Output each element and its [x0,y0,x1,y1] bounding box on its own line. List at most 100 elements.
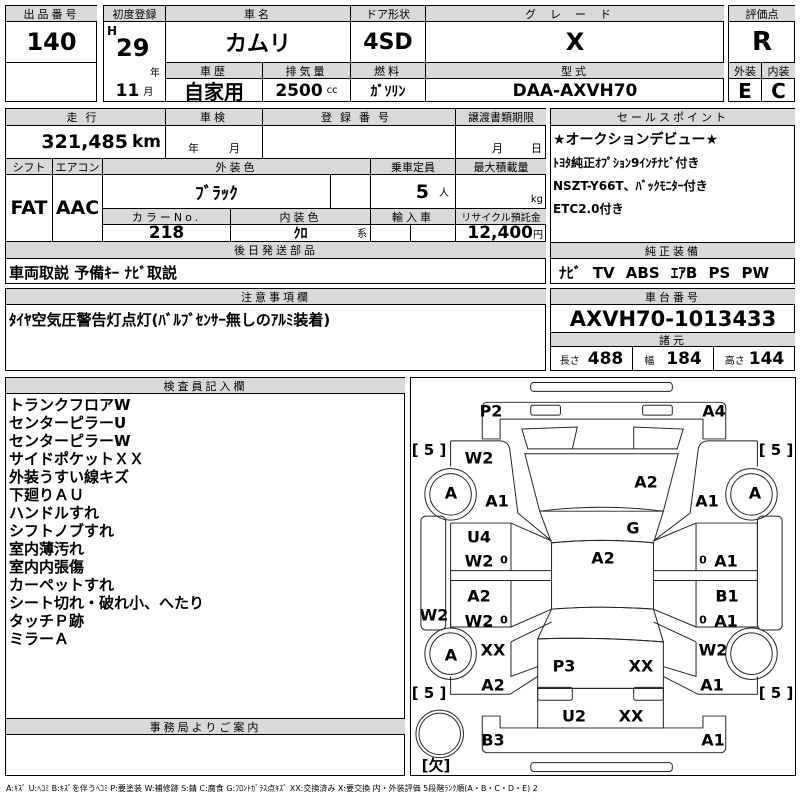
specs-label: 諸元 [551,333,795,347]
damage-mark: A2 [634,472,658,492]
reg-month: 11 [115,80,140,101]
office-label: 事務局よりご案内 [6,719,405,735]
damage-mark: A4 [702,401,726,421]
transfer-label: 譲渡書類期限 [456,109,546,126]
color-no-label: カラーNo. [103,209,231,225]
mileage: 321,485 [41,131,128,153]
damage-mark: A [748,483,762,503]
damage-mark: 0 [500,613,508,627]
damage-mark: XX [628,656,654,676]
shift: FAT [6,175,53,242]
damage-mark: A1 [695,491,719,511]
overall-score: R [729,22,795,63]
ac-label: エアコン [53,159,103,175]
office-box: 事務局よりご案内 [5,718,405,776]
inspector-item: センターピラーW [9,432,131,450]
sales-point-line: ★オークションデビュー★ [553,132,719,148]
ext-color: ﾌﾞﾗｯｸ [103,175,331,209]
sales-point-box: セールスポイント ★オークションデビュー★ ﾄﾖﾀ純正ｵﾌﾟｼｮﾝ9ｲﾝﾁﾅﾋﾞ… [550,108,795,284]
int-score: C [771,79,786,102]
displacement-label: 排気量 [263,63,351,79]
equipment: ﾅﾋﾞ TV ABS ｴｱB PS PW [559,264,770,282]
recycle-fee: 12,400 [467,225,533,242]
recycle-label: リサイクル預託金 [456,209,546,225]
inspector-item: ハンドルすれ [9,504,100,522]
import-cell-2 [411,225,456,242]
car-name-label: 車名 [166,6,351,22]
lot-label: 出品番号 [6,6,97,22]
model-label: 型式 [426,63,724,79]
history-label: 車歴 [166,63,263,79]
month-unit: 月 [143,87,154,98]
damage-mark: 0 [500,553,508,567]
max-load-label: 最大積載量 [456,159,546,175]
damage-mark: W2 [464,448,494,468]
int-color: ｸﾛ [293,226,308,242]
damage-mark: P2 [479,401,503,421]
legend: A:ｷｽﾞ U:ﾍｺﾐ B:ｷｽﾞを伴うﾍｺﾐ P:要塗装 W:補修跡 S:錆 … [6,784,538,793]
shift-label: シフト [6,159,53,175]
int-color-cell: ｸﾛ 系 [231,225,371,242]
inspection-year-unit: 年 [188,142,199,155]
first-reg-label: 初度登録 [104,6,166,22]
car-name: カムリ [166,22,351,63]
grade-label: グレード [426,6,724,22]
chassis-number: AXVH70-1013433 [551,305,795,333]
damage-mark: 0 [699,553,707,567]
import-cell-1 [371,225,411,242]
damage-mark: U2 [561,706,587,726]
sales-point-line: NSZT-Y66T、ﾊﾞｯｸﾓﾆﾀｰ付き [553,179,708,193]
int-color-unit: 系 [357,229,367,240]
notes-label: 注意事項欄 [6,289,546,305]
damage-mark: A1 [714,551,738,571]
reg-no-cell [263,126,456,159]
damage-mark: W2 [464,551,494,571]
car-outline [415,382,783,772]
damage-mark: XX [480,640,506,660]
damage-mark: P3 [552,656,576,676]
damage-mark: A1 [700,675,724,695]
inspector-item: サイドポケットＸＸ [9,450,145,468]
ext-color-label: 外装色 [103,159,371,175]
transfer-day-unit: 日 [531,142,542,155]
length-label: 長さ [559,355,580,367]
int-score-label: 内装 [762,63,795,79]
damage-mark: A2 [467,586,491,606]
damage-mark: A2 [481,675,505,695]
damage-mark: B1 [715,586,739,606]
reg-year: 29 [116,34,150,62]
inspection-month-unit: 月 [229,142,240,155]
inspector-item: 下廻りＡＵ [9,486,85,504]
damage-mark: A1 [701,730,725,750]
inspector-label: 検査員記入欄 [6,378,405,394]
damage-mark: [ 5 ] [758,684,794,702]
ac: AAC [53,175,103,242]
km-unit: km [131,132,161,152]
damage-mark: XX [618,706,644,726]
height-label: 高さ [724,355,745,367]
damage-mark: W2 [419,605,449,625]
damage-mark: [欠] [421,756,451,775]
damage-mark: W2 [698,640,728,660]
notes-box: 注意事項欄 ﾀｲﾔ空気圧警告灯点灯(ﾊﾞﾙﾌﾞｾﾝｻｰ無しのｱﾙﾐ装着) [5,288,546,371]
inspector-item: 室内薄汚れ [9,540,85,558]
damage-mark: G [626,518,640,538]
grade: X [426,22,724,63]
door-label: ドア形状 [351,6,426,22]
later-parts: 車両取説 予備ｷｰ ﾅﾋﾞ取説 [9,264,177,282]
first-reg-year-cell: H 29 年 [104,22,166,79]
transfer-cell: 月日 [456,126,546,159]
displacement: 2500 [275,80,323,101]
kg-unit: kg [456,175,546,209]
sales-point-line: ETC2.0付き [553,202,624,216]
